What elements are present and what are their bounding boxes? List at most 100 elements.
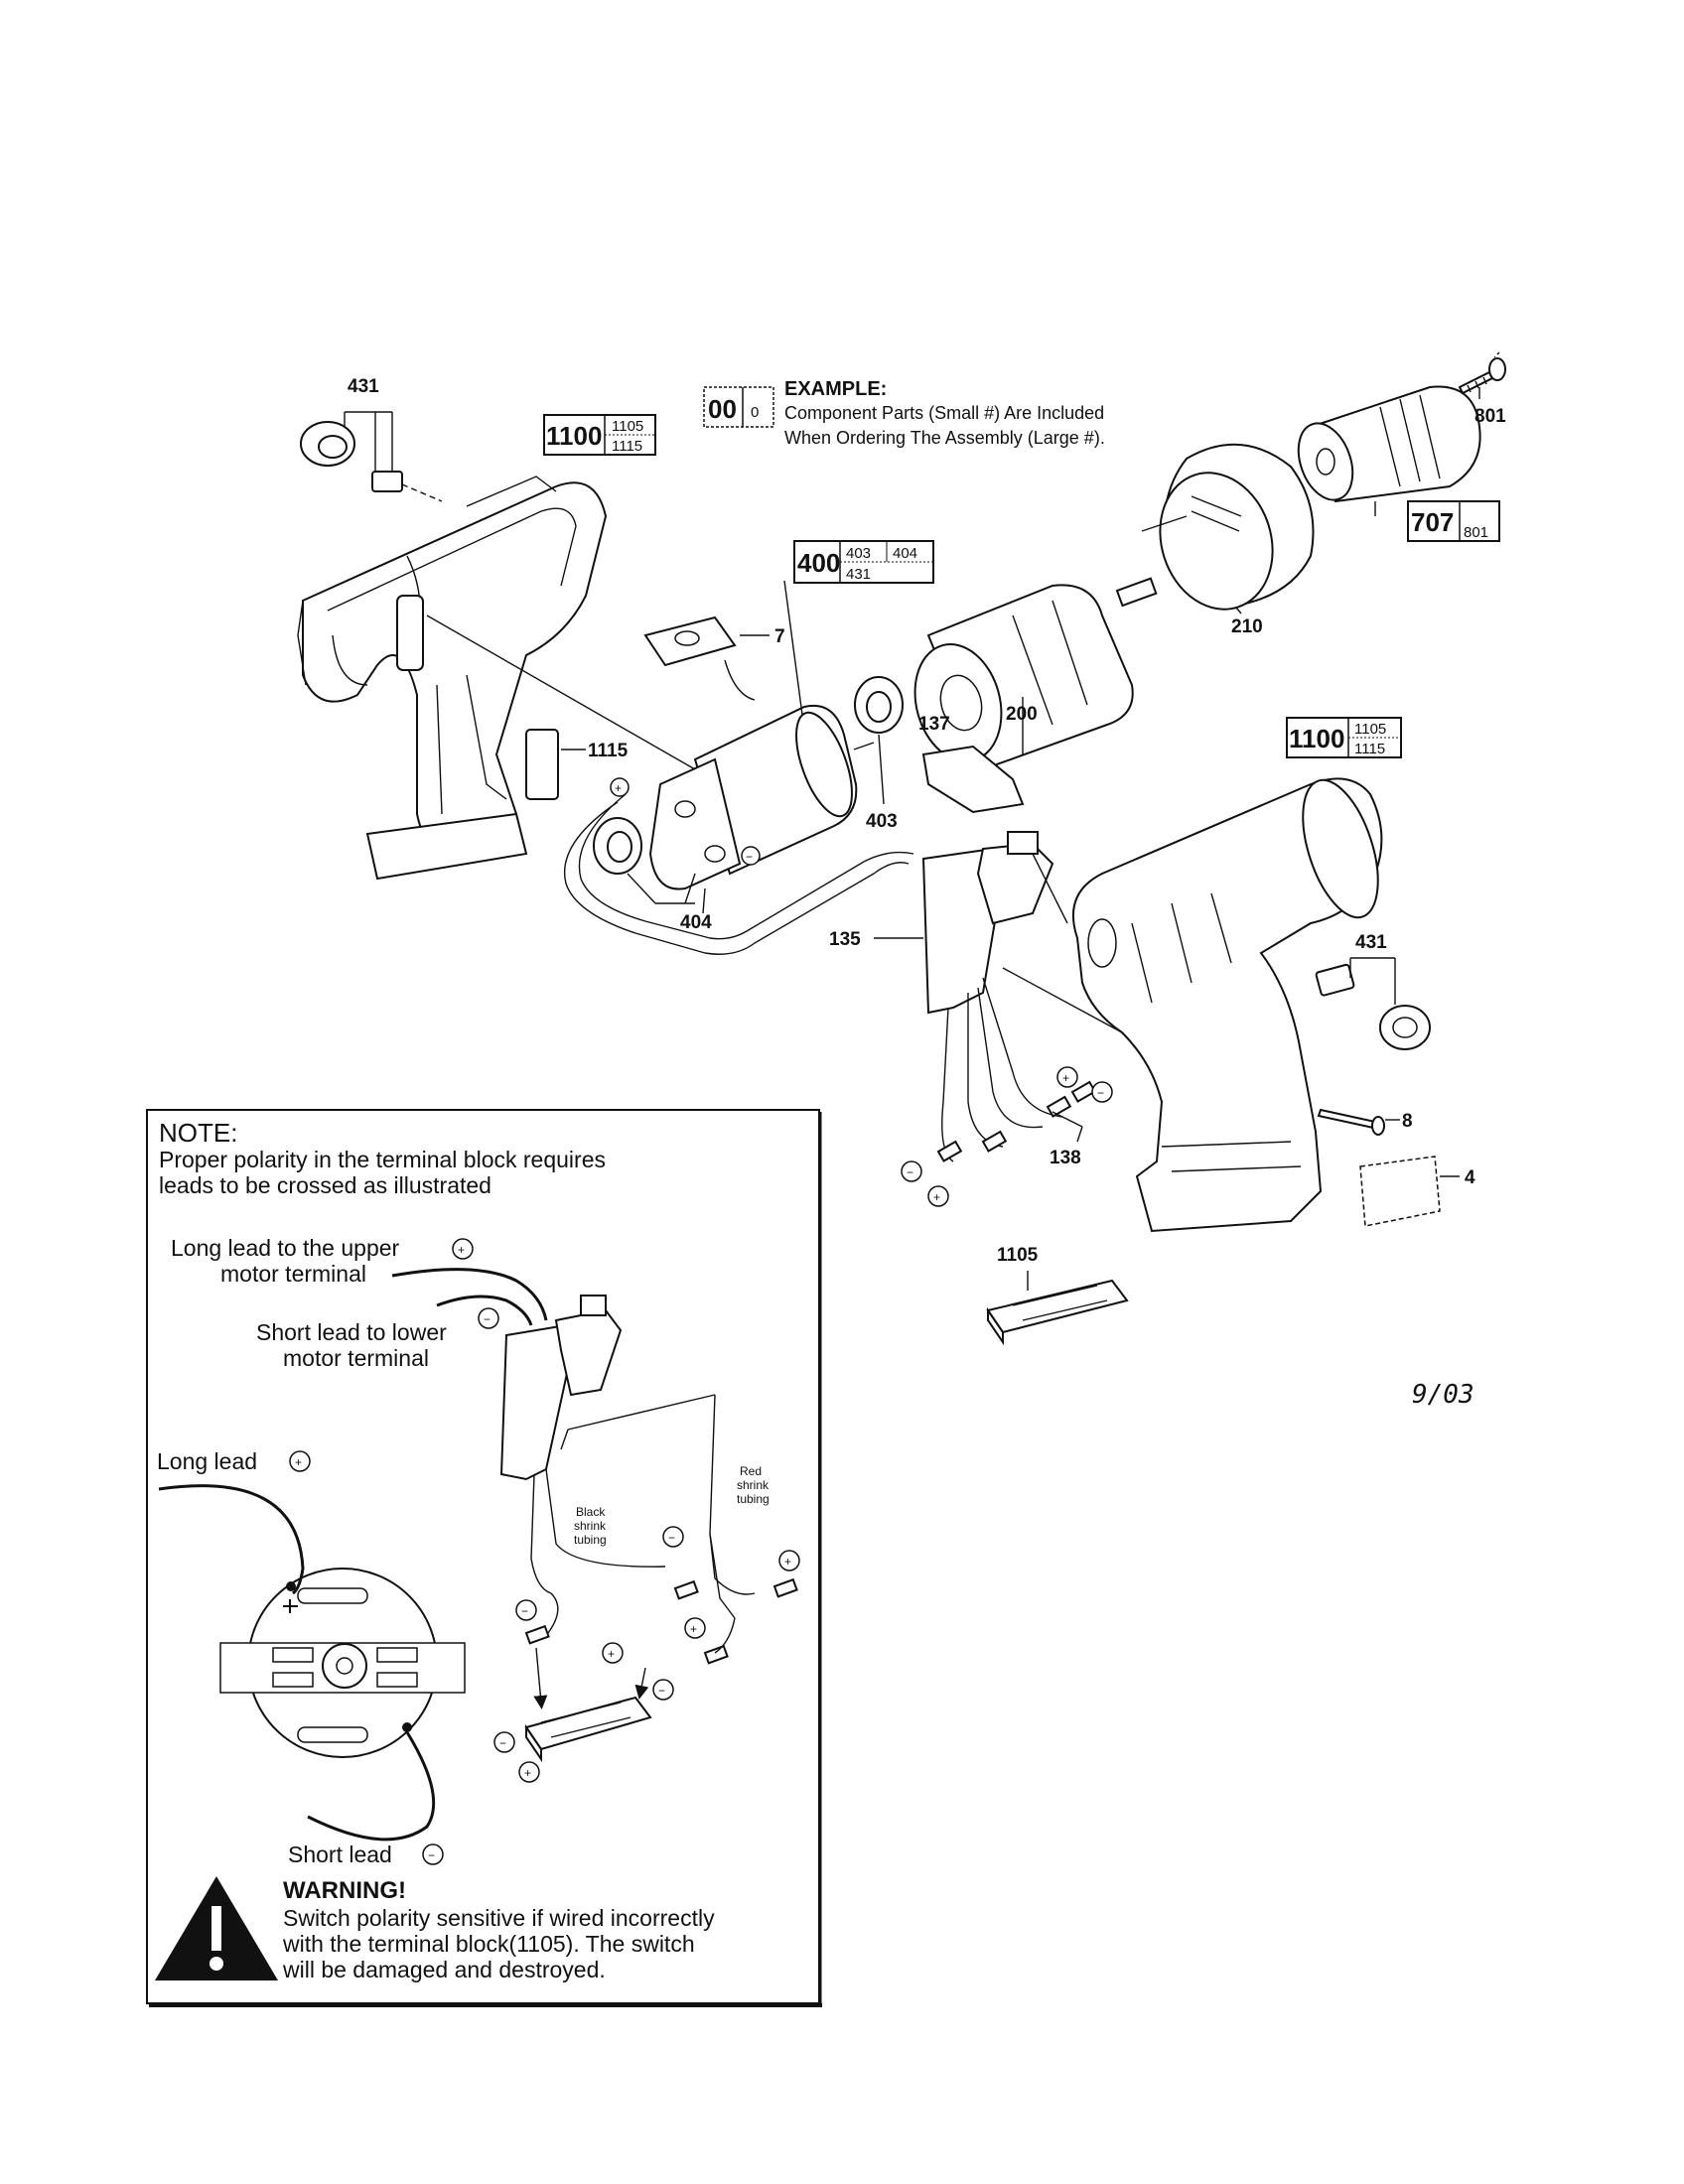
note-conn-plus-2: + bbox=[690, 1622, 697, 1636]
red-shrink-3: tubing bbox=[737, 1492, 770, 1506]
assembly-box-707: 707 801 bbox=[1407, 500, 1500, 542]
left-brush-cap: 431 bbox=[300, 376, 443, 502]
example-big-number: 00 bbox=[708, 394, 737, 424]
note-line-1: Proper polarity in the terminal block re… bbox=[159, 1147, 606, 1172]
motor-plus-symbol: + bbox=[615, 781, 622, 795]
note-conn-minus-2: − bbox=[521, 1604, 528, 1618]
switch-135: 135 bbox=[829, 831, 1063, 1162]
red-shrink-2: shrink bbox=[737, 1478, 770, 1492]
assembly-1100-left-number: 1100 bbox=[546, 421, 602, 451]
motor-minus-symbol: − bbox=[746, 850, 753, 864]
note-long-upper-2: motor terminal bbox=[220, 1261, 366, 1287]
revision-date: 9/03 bbox=[1412, 1380, 1474, 1410]
assembly-400-number: 400 bbox=[797, 548, 840, 578]
note-terminal-block: + − − + bbox=[493, 1642, 674, 1783]
note-line-2: leads to be crossed as illustrated bbox=[159, 1172, 491, 1198]
warning-line-1: Switch polarity sensitive if wired incor… bbox=[283, 1905, 715, 1931]
label-801: 801 bbox=[1474, 406, 1506, 427]
note-short-lower-2: motor terminal bbox=[283, 1345, 429, 1371]
note-long-upper-plus: + bbox=[458, 1243, 465, 1257]
note-short-lower-minus: − bbox=[484, 1312, 491, 1326]
chuck-screw-801: 801 bbox=[1458, 351, 1506, 427]
label-1115: 1115 bbox=[588, 741, 629, 761]
assembly-1100-left-sub-2: 1115 bbox=[612, 438, 642, 455]
right-housing-half bbox=[1071, 777, 1383, 1233]
gearbox-200: 200 bbox=[913, 577, 1158, 771]
motor-lead-wire-long bbox=[564, 801, 910, 955]
note-motor-end-view bbox=[219, 1568, 466, 1758]
nameplate-4: 4 bbox=[1359, 1156, 1475, 1227]
label-210: 210 bbox=[1231, 616, 1263, 637]
block-plus-top: + bbox=[608, 1647, 615, 1661]
block-minus-right: − bbox=[658, 1684, 665, 1698]
assembly-400-sub-1: 403 bbox=[846, 545, 871, 562]
chuck-707 bbox=[1297, 385, 1481, 516]
label-138: 138 bbox=[1050, 1148, 1081, 1168]
assembly-707-sub-1: 801 bbox=[1464, 524, 1488, 541]
note-conn-minus-1: − bbox=[668, 1531, 675, 1545]
note-short-lead-minus: − bbox=[428, 1848, 435, 1862]
black-shrink-2: shrink bbox=[574, 1519, 607, 1533]
example-line-1: Component Parts (Small #) Are Included bbox=[784, 403, 1104, 423]
guide-line-3 bbox=[1141, 515, 1188, 532]
label-431-left: 431 bbox=[348, 376, 379, 397]
short-lead-arc bbox=[307, 1731, 436, 1842]
label-4: 4 bbox=[1465, 1167, 1475, 1188]
label-1105: 1105 bbox=[997, 1245, 1039, 1266]
note-heading: NOTE: bbox=[159, 1118, 237, 1148]
switch-cover: 7 bbox=[643, 615, 785, 701]
connector-plus-upper: + bbox=[1062, 1071, 1069, 1085]
assembly-box-400: 400 403 404 431 bbox=[793, 540, 934, 584]
assembly-box-1100-right: 1100 1105 1115 bbox=[1286, 717, 1402, 758]
long-lead-arc bbox=[158, 1484, 305, 1595]
gear-housing-210: 210 bbox=[1159, 443, 1315, 637]
block-plus-bottom: + bbox=[524, 1766, 531, 1780]
warning-heading: WARNING! bbox=[283, 1877, 406, 1904]
note-short-lower-1: Short lead to lower bbox=[256, 1319, 447, 1345]
assembly-box-1100-left: 1100 1105 1115 bbox=[543, 414, 656, 456]
left-housing-half bbox=[297, 476, 608, 881]
guide-line-4 bbox=[1032, 853, 1068, 924]
note-conn-plus-1: + bbox=[784, 1555, 791, 1569]
label-431-right: 431 bbox=[1355, 932, 1387, 953]
long-lead-wire bbox=[391, 1268, 548, 1321]
note-box: NOTE: Proper polarity in the terminal bl… bbox=[146, 1109, 822, 2007]
red-shrink-1: Red bbox=[740, 1464, 762, 1478]
label-404: 404 bbox=[680, 912, 712, 933]
note-short-lead: Short lead bbox=[288, 1842, 392, 1867]
guide-line-2 bbox=[1002, 967, 1123, 1033]
assembly-400-sub-2: 404 bbox=[893, 545, 917, 562]
right-brush-cap: 431 bbox=[1315, 932, 1431, 1050]
label-200: 200 bbox=[1006, 704, 1038, 725]
example-small-number: 0 bbox=[751, 404, 759, 421]
connector-plus-lower: + bbox=[933, 1190, 940, 1204]
note-long-upper-1: Long lead to the upper bbox=[171, 1235, 400, 1261]
note-long-lead-plus: + bbox=[295, 1455, 302, 1469]
black-shrink-1: Black bbox=[576, 1505, 606, 1519]
housing-plug-1115: 1115 bbox=[525, 729, 629, 800]
warning-line-3: will be damaged and destroyed. bbox=[282, 1957, 606, 1982]
black-shrink-3: tubing bbox=[574, 1533, 607, 1547]
bearing-403: 403 bbox=[854, 676, 904, 832]
assembly-1100-right-sub-2: 1115 bbox=[1354, 741, 1385, 757]
label-135: 135 bbox=[829, 929, 861, 950]
connectors-138: + − − + 138 bbox=[901, 1066, 1113, 1207]
guide-line-1 bbox=[426, 614, 696, 770]
terminal-block-1105: 1105 bbox=[986, 1245, 1129, 1346]
label-403: 403 bbox=[866, 811, 898, 832]
assembly-1100-right-number: 1100 bbox=[1289, 724, 1344, 753]
assembly-1100-left-sub-1: 1105 bbox=[612, 418, 643, 435]
short-lead-wire bbox=[436, 1295, 533, 1326]
motor-lead-wire-short bbox=[578, 793, 914, 940]
motor-assembly: + − bbox=[610, 580, 875, 914]
connector-minus-lower: − bbox=[907, 1165, 913, 1179]
note-switch-illustration bbox=[499, 1295, 756, 1619]
block-minus-left: − bbox=[499, 1736, 506, 1750]
assembly-707-number: 707 bbox=[1411, 507, 1454, 537]
note-long-lead: Long lead bbox=[157, 1448, 257, 1474]
part-137: 137 bbox=[918, 714, 1025, 814]
screw-8: 8 bbox=[1317, 1108, 1413, 1136]
example-key: 00 0 EXAMPLE: Component Parts (Small #) … bbox=[703, 378, 1105, 448]
label-7: 7 bbox=[774, 626, 785, 647]
example-title: EXAMPLE: bbox=[784, 378, 887, 400]
